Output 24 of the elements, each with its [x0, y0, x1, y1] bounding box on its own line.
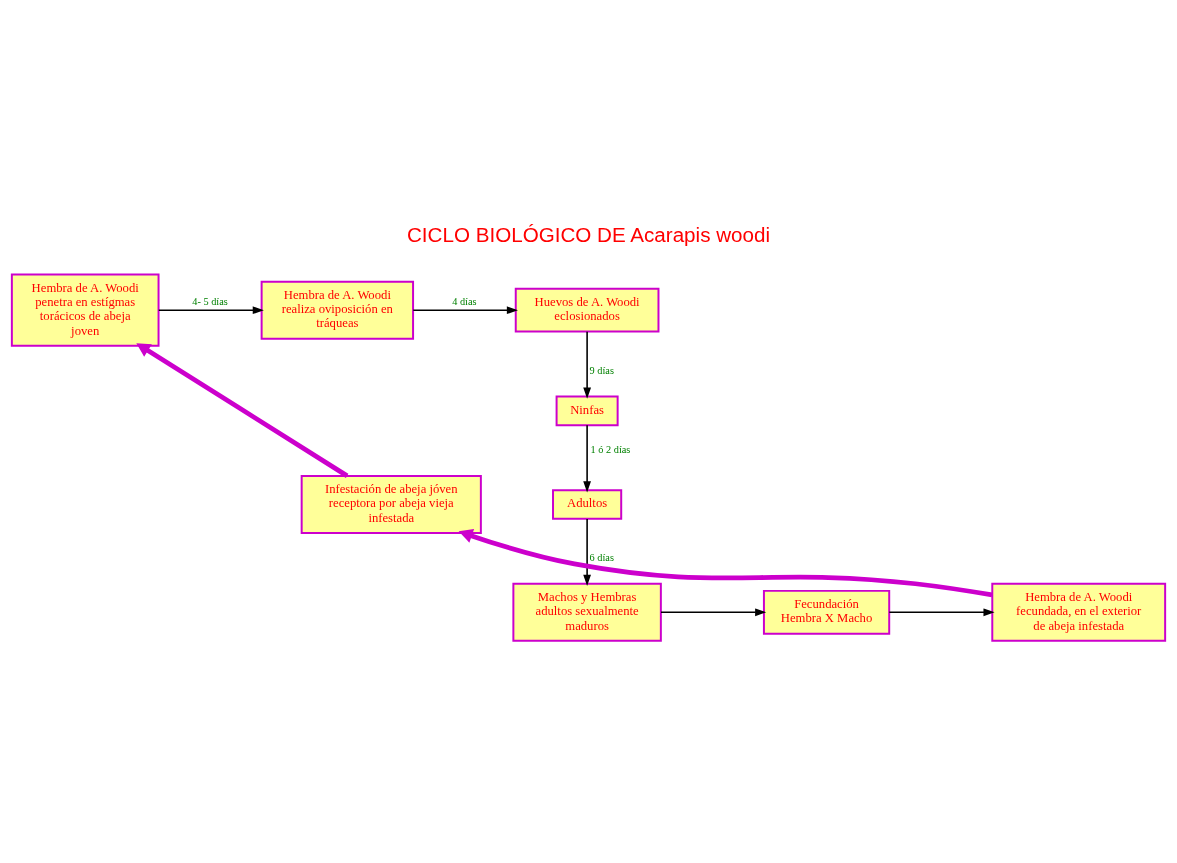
arrow — [660, 608, 767, 617]
arrow — [888, 608, 995, 617]
arrow — [458, 529, 993, 598]
node-box: Hembra de A. Woodi penetra en estígmas torácicos de abeja joven — [10, 273, 160, 347]
arrow — [583, 330, 591, 399]
node-box: Hembra de A. Woodi fecundada, en el exterior de abeja infestada — [991, 582, 1167, 642]
edge-label: 6 días — [589, 552, 614, 564]
arrow — [136, 343, 349, 478]
node-box: Machos y Hembras adultos sexualmente maduros — [512, 582, 662, 642]
node-box: Infestación de abeja jóven receptora por abeja vieja infestada — [300, 474, 482, 534]
node-box: Fecundación Hembra X Macho — [762, 589, 891, 635]
arrow — [412, 306, 518, 315]
node-box: Ninfas — [555, 395, 619, 427]
arrow — [583, 424, 591, 493]
arrow — [583, 518, 591, 586]
edge-label: 4- 5 días — [192, 295, 228, 307]
diagram-title: CICLO BIOLÓGICO DE Acarapis woodi — [406, 222, 771, 246]
node-box: Huevos de A. Woodi eclosionados — [514, 287, 660, 333]
node-box: Hembra de A. Woodi realiza oviposición en tráqueas — [260, 280, 415, 340]
edge-label: 9 días — [589, 364, 614, 376]
edge-label: 4 días — [452, 295, 477, 307]
edge-label: 1 ó 2 días — [590, 444, 631, 456]
node-box: Adultos — [552, 489, 623, 520]
arrow — [158, 306, 264, 315]
